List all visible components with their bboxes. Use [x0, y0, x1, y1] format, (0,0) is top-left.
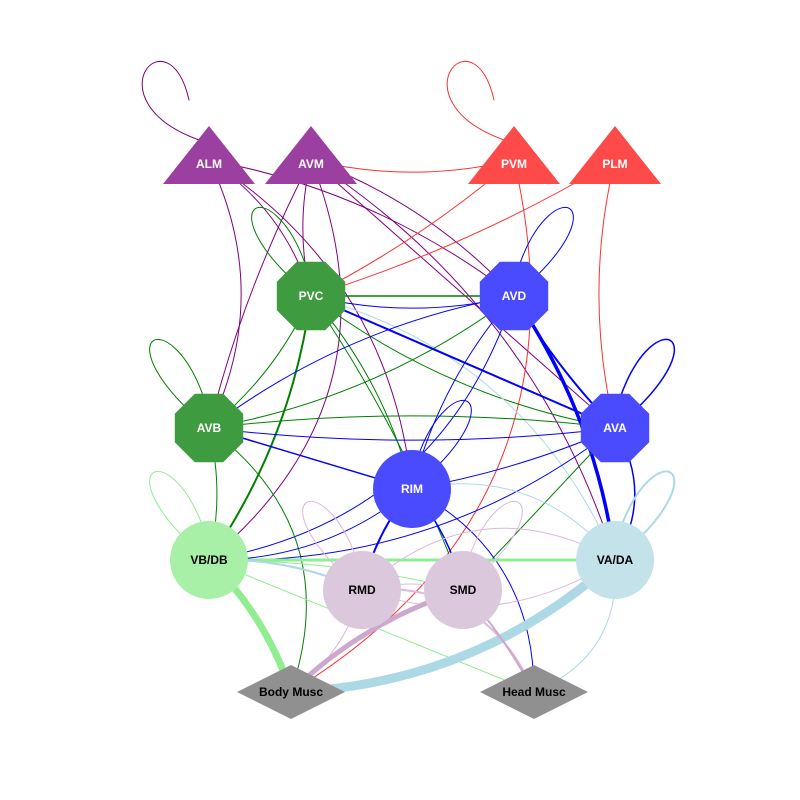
avd-shape: [479, 261, 549, 331]
pvc-shape: [276, 261, 346, 331]
edge-vada-body: [286, 555, 620, 697]
body-shape: [237, 665, 345, 719]
avm-shape: [265, 126, 357, 184]
node-avm[interactable]: AVM: [265, 126, 357, 184]
edge-avb-avd: [208, 295, 515, 429]
edge-ava-avb: [208, 427, 616, 441]
avb-shape: [174, 393, 244, 463]
edge-avd-avb: [208, 295, 515, 429]
edge-plm-ava: [598, 159, 616, 429]
edge-pvc-smd: [310, 295, 464, 591]
ava-label: AVA: [603, 421, 627, 435]
edge-alm-avb: [208, 159, 242, 429]
node-pvm[interactable]: PVM: [468, 126, 560, 184]
avd-label: AVD: [502, 289, 527, 303]
head-shape: [480, 665, 588, 719]
edge-alm-alm: [141, 60, 200, 141]
node-head[interactable]: Head Musc: [480, 665, 588, 719]
edge-avm-avb: [208, 159, 312, 429]
plm-shape: [569, 126, 661, 184]
edge-ava-ava: [614, 338, 676, 429]
edge-pvm-body: [290, 159, 532, 693]
alm-shape: [163, 126, 255, 184]
vada-label: VA/DA: [597, 553, 634, 567]
edge-avm-vbdb: [208, 159, 342, 561]
node-smd[interactable]: SMD: [424, 551, 502, 629]
head-label: Head Musc: [502, 685, 566, 699]
edge-smd-smd: [462, 500, 523, 591]
vbdb-label: VB/DB: [190, 553, 228, 567]
edge-plm-pvc: [310, 159, 616, 297]
rmd-shape: [323, 551, 401, 629]
smd-shape: [424, 551, 502, 629]
avb-label: AVB: [197, 421, 222, 435]
plm-label: PLM: [602, 157, 627, 171]
edge-avd-vbdb: [208, 295, 515, 561]
edge-avm-vada: [310, 159, 616, 561]
body-label: Body Musc: [259, 685, 323, 699]
edge-pvm-pvm: [446, 60, 505, 141]
edge-ava-pvc: [310, 295, 616, 429]
alm-label: ALM: [196, 157, 222, 171]
node-rim[interactable]: RIM: [373, 450, 451, 528]
edge-rmd-rmd: [302, 500, 363, 591]
pvc-label: PVC: [299, 289, 324, 303]
edge-pvc-vada: [310, 295, 616, 561]
pvm-shape: [468, 126, 560, 184]
edge-rim-rim: [411, 399, 472, 490]
node-avd[interactable]: AVD: [479, 261, 549, 331]
ava-shape: [580, 393, 650, 463]
node-body[interactable]: Body Musc: [237, 665, 345, 719]
pvm-label: PVM: [501, 157, 527, 171]
node-plm[interactable]: PLM: [569, 126, 661, 184]
avm-label: AVM: [298, 157, 324, 171]
vada-shape: [576, 521, 654, 599]
node-ava[interactable]: AVA: [580, 393, 650, 463]
edge-avd-avd: [513, 206, 574, 297]
edge-vada-vada: [614, 470, 676, 561]
edge-avb-avb: [149, 338, 210, 429]
smd-label: SMD: [450, 583, 477, 597]
node-vada[interactable]: VA/DA: [576, 521, 654, 599]
edge-alm-avd: [208, 159, 515, 297]
edge-pvc-pvc: [251, 206, 312, 297]
edge-avm-ava: [310, 159, 616, 429]
edge-avb-ava: [208, 415, 616, 429]
edge-vbdb-vbdb: [149, 470, 210, 561]
node-alm[interactable]: ALM: [163, 126, 255, 184]
rim-shape: [373, 450, 451, 528]
node-layer: ALM AVM PVM PLM PVC AVD AVB AVA RIM VB/DB RMD SMD VA…: [163, 126, 661, 719]
rim-label: RIM: [401, 482, 423, 496]
edge-alm-rim: [208, 159, 413, 490]
node-vbdb[interactable]: VB/DB: [170, 521, 248, 599]
vbdb-shape: [170, 521, 248, 599]
rmd-label: RMD: [348, 583, 376, 597]
node-pvc[interactable]: PVC: [276, 261, 346, 331]
edge-avb-body: [208, 427, 307, 693]
node-avb[interactable]: AVB: [174, 393, 244, 463]
node-rmd[interactable]: RMD: [323, 551, 401, 629]
